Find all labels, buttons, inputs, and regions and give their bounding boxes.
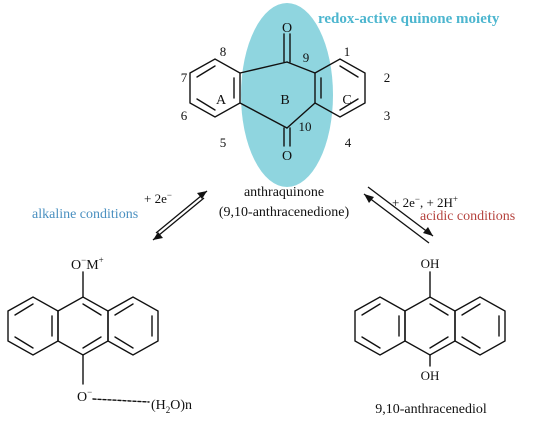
- alkaline-conditions-label: alkaline conditions: [32, 207, 138, 222]
- position-9: 9: [303, 50, 310, 65]
- anthraquinone-structure: [189, 33, 366, 147]
- position-10: 10: [299, 119, 312, 134]
- product-name: 9,10-anthracenediol: [375, 402, 487, 417]
- water-association: (H2O)n: [151, 398, 192, 415]
- position-7: 7: [181, 70, 188, 85]
- moiety-title: redox-active quinone moiety: [318, 11, 500, 27]
- ring-label-b: B: [280, 93, 289, 108]
- position-3: 3: [384, 108, 391, 123]
- quinone-moiety-highlight: [241, 3, 333, 187]
- acidic-reagent: + 2e−, + 2H+: [392, 194, 458, 210]
- position-5: 5: [220, 135, 227, 150]
- hydroxyl-top: OH: [421, 256, 440, 271]
- oxygen-top: O: [282, 21, 292, 36]
- position-6: 6: [181, 108, 188, 123]
- acidic-product-structure: [354, 271, 506, 367]
- acidic-equilibrium-arrows: [363, 186, 434, 244]
- acidic-conditions-label: acidic conditions: [420, 209, 515, 224]
- position-4: 4: [345, 135, 352, 150]
- alkaline-reagent: + 2e−: [144, 190, 172, 206]
- position-2: 2: [384, 70, 391, 85]
- phenoxide-top: O−M+: [71, 255, 104, 273]
- alkaline-product-structure: [7, 271, 159, 403]
- compound-iupac-name: (9,10-anthracenedione): [219, 205, 350, 220]
- position-8: 8: [220, 44, 227, 59]
- alkaline-equilibrium-arrows: [152, 190, 208, 241]
- compound-name: anthraquinone: [244, 185, 324, 200]
- oxygen-bottom: O: [282, 149, 292, 164]
- phenoxide-bottom: O−: [77, 387, 92, 405]
- position-1: 1: [344, 44, 351, 59]
- ring-label-c: C: [342, 93, 351, 108]
- hydroxyl-bottom: OH: [421, 368, 440, 383]
- ring-label-a: A: [216, 93, 227, 108]
